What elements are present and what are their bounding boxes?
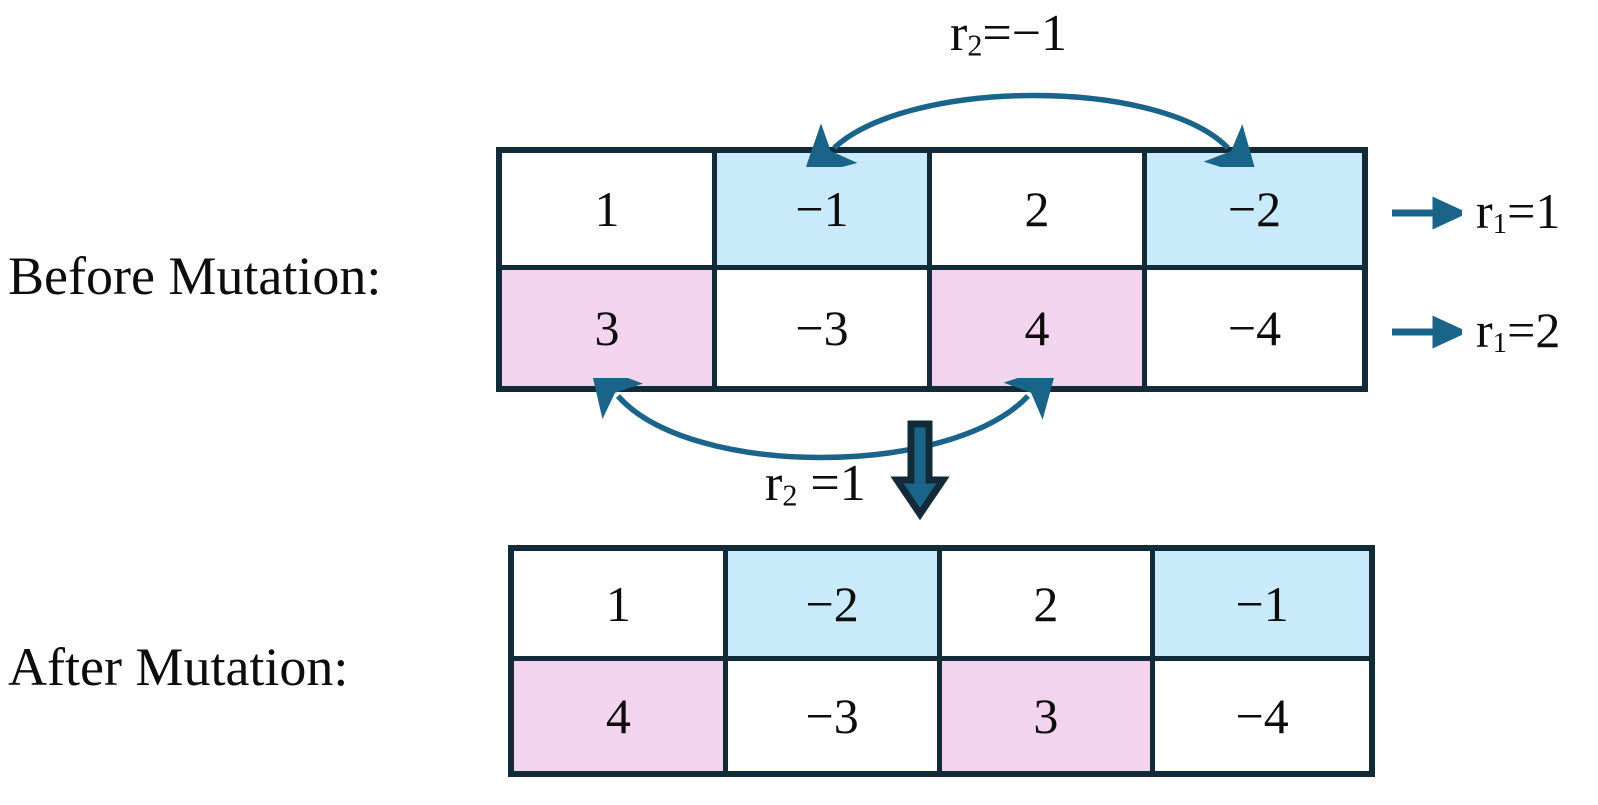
table-cell: 1 xyxy=(502,153,717,270)
cell-value: −4 xyxy=(1235,688,1289,744)
cell-value: −4 xyxy=(1227,299,1282,356)
table-cell: −2 xyxy=(727,551,942,661)
cell-value: −2 xyxy=(805,575,859,632)
table-cell: −3 xyxy=(717,269,932,386)
cell-value: 4 xyxy=(1024,299,1050,356)
table-cell: −1 xyxy=(717,153,932,270)
arrow-right-icon xyxy=(1392,315,1462,349)
table-cell: 1 xyxy=(514,551,728,661)
before-mutation-table: 1 −1 2 −2 3 −3 4 −4 xyxy=(496,147,1368,392)
cell-value: 2 xyxy=(1024,180,1050,237)
after-mutation-table: 1 −2 2 −1 4 −3 3 −4 xyxy=(508,545,1375,777)
row-label-r1-equals-2: r1=2 xyxy=(1392,305,1560,358)
top-curve-label: r2=−1 xyxy=(950,5,1068,63)
table-cell: 2 xyxy=(932,153,1147,270)
cell-value: 1 xyxy=(594,180,620,237)
cell-value: 2 xyxy=(1033,575,1059,632)
table-cell: 2 xyxy=(941,551,1156,661)
cell-value: −3 xyxy=(805,688,859,744)
arrow-right-icon xyxy=(1392,196,1462,230)
table-cell: 4 xyxy=(514,661,728,771)
table-cell: −1 xyxy=(1155,551,1369,661)
down-arrow-icon xyxy=(890,420,950,520)
cell-value: −2 xyxy=(1227,180,1282,237)
table-cell: −2 xyxy=(1147,153,1362,270)
table-cell: 3 xyxy=(502,269,717,386)
row-label-r1-equals-1: r1=1 xyxy=(1392,186,1560,239)
row-label-text: r1=2 xyxy=(1476,302,1561,360)
bottom-curve-label: r2 =1 xyxy=(765,455,866,513)
table-cell: −3 xyxy=(727,661,942,771)
table-cell: −4 xyxy=(1155,661,1369,771)
before-mutation-caption: Before Mutation: xyxy=(8,246,382,306)
cell-value: −3 xyxy=(795,299,849,356)
cell-value: 1 xyxy=(605,575,631,632)
cell-value: 3 xyxy=(1033,688,1059,744)
table-cell: 3 xyxy=(941,661,1156,771)
cell-value: −1 xyxy=(1235,575,1289,632)
cell-value: 4 xyxy=(605,688,631,744)
table-cell: 4 xyxy=(932,269,1147,386)
table-cell: −4 xyxy=(1147,269,1362,386)
row-label-text: r1=1 xyxy=(1476,183,1561,241)
cell-value: −1 xyxy=(795,180,849,237)
cell-value: 3 xyxy=(594,299,620,356)
after-mutation-caption: After Mutation: xyxy=(8,637,349,697)
